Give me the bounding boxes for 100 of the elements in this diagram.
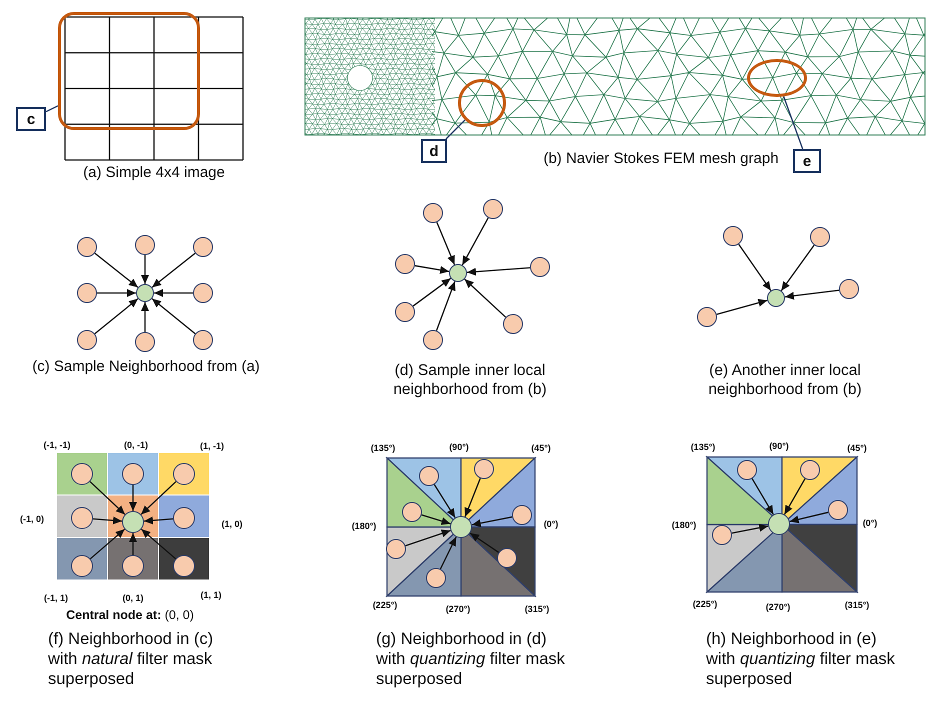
angle-label: (90°) xyxy=(449,442,469,453)
arrow xyxy=(464,278,506,318)
arrow xyxy=(434,484,456,518)
arrow xyxy=(154,289,193,297)
arrow xyxy=(141,302,149,332)
coordinate-label: (0, -1) xyxy=(124,440,148,451)
angle-label: (270°) xyxy=(446,604,470,615)
arrow xyxy=(464,478,481,518)
figure-caption: (b) Navier Stokes FEM mesh graph xyxy=(543,150,779,168)
arrow xyxy=(462,217,489,266)
neighbor-node xyxy=(193,283,213,303)
figure-caption: (a) Simple 4x4 image xyxy=(83,164,225,182)
coordinate-label: (1, 0) xyxy=(221,519,242,530)
coordinate-label: (-1, 1) xyxy=(44,593,68,604)
coordinate-label: (1, -1) xyxy=(200,441,224,452)
figure-caption: (g) Neighborhood in (d) with quantizing filter mask superposed xyxy=(376,630,566,690)
arrow xyxy=(784,478,806,515)
arrow xyxy=(90,528,126,560)
arrow xyxy=(405,530,451,546)
callout-tag: d xyxy=(421,139,447,163)
angle-label: (45°) xyxy=(847,443,867,454)
angle-label: (135°) xyxy=(690,442,716,453)
coordinate-label: (0, 1) xyxy=(122,593,144,604)
angle-label: (225°) xyxy=(372,600,398,611)
arrow xyxy=(141,255,149,284)
arrow xyxy=(470,532,500,553)
arrow xyxy=(92,516,122,524)
angle-label: (180°) xyxy=(672,520,696,531)
arrow xyxy=(90,481,126,515)
callout-tag: c xyxy=(16,107,46,131)
arrow xyxy=(144,516,174,524)
neighbor-node xyxy=(77,330,97,350)
arrow xyxy=(780,244,815,292)
arrow xyxy=(436,281,456,331)
neighbor-node xyxy=(193,237,213,257)
figure-caption: (f) Neighborhood in (c) with natural filter mask superposed xyxy=(48,630,214,690)
neighbor-node xyxy=(839,279,859,299)
angle-label: (45°) xyxy=(531,443,551,454)
highlight-outline xyxy=(747,59,807,97)
neighbor-node xyxy=(135,235,155,255)
angle-label: (0°) xyxy=(544,519,558,530)
arrow xyxy=(94,298,138,334)
arrow xyxy=(140,481,176,515)
coordinate-label: (1, 1) xyxy=(200,590,222,601)
neighbor-node xyxy=(423,330,443,350)
highlight-outline xyxy=(58,12,200,130)
arrow xyxy=(421,514,451,525)
coordinate-label: (-1, -1) xyxy=(44,440,70,451)
arrow xyxy=(152,252,196,288)
figure-caption: (c) Sample Neighborhood from (a) xyxy=(32,358,260,376)
arrow xyxy=(436,222,456,265)
angle-label: (135°) xyxy=(370,443,396,454)
neighbor-node xyxy=(395,254,415,274)
leader-line xyxy=(783,96,804,150)
neighbor-node xyxy=(77,237,97,257)
neighbor-node xyxy=(530,257,550,277)
neighbor-node xyxy=(135,332,155,352)
neighbor-node xyxy=(483,199,503,219)
neighbor-node xyxy=(193,330,213,350)
central-node-note: Central node at: (0, 0) xyxy=(66,608,194,623)
neighbor-node xyxy=(723,226,743,246)
neighbor-node xyxy=(697,307,717,327)
arrow xyxy=(784,290,840,300)
figure-caption: (d) Sample inner local neighborhood from (b) xyxy=(392,362,548,400)
neighbor-node xyxy=(503,314,523,334)
center-node xyxy=(136,284,154,302)
leader-line xyxy=(446,120,466,140)
callout-tag: e xyxy=(793,149,821,173)
center-node xyxy=(449,264,467,282)
arrow xyxy=(129,485,137,511)
arrow xyxy=(738,244,772,291)
arrow xyxy=(129,533,137,555)
arrow xyxy=(97,289,136,297)
angle-label: (225°) xyxy=(692,599,718,610)
arrow xyxy=(472,516,512,528)
angle-label: (315°) xyxy=(844,600,870,611)
arrow xyxy=(466,267,530,276)
center-node xyxy=(767,289,785,307)
leader-line xyxy=(46,105,58,112)
angle-label: (315°) xyxy=(524,604,550,615)
arrow xyxy=(140,528,176,560)
arrow xyxy=(716,298,768,315)
angle-label: (180°) xyxy=(352,521,376,532)
arrow xyxy=(790,512,828,524)
neighbor-node xyxy=(810,227,830,247)
neighbor-node xyxy=(423,203,443,223)
angle-label: (90°) xyxy=(769,441,789,452)
arrow xyxy=(152,298,196,334)
figure-caption: (h) Neighborhood in (e) with quantizing filter mask superposed xyxy=(706,630,896,690)
figure-caption: (e) Another inner local neighborhood from (b) xyxy=(707,362,863,400)
arrow xyxy=(94,252,138,288)
coordinate-label: (-1, 0) xyxy=(20,514,44,525)
neighbor-node xyxy=(77,283,97,303)
arrow xyxy=(440,536,457,570)
arrow xyxy=(732,524,768,534)
arrow xyxy=(752,478,774,515)
arrow xyxy=(412,278,452,307)
highlight-outline xyxy=(458,79,506,127)
neighbor-node xyxy=(395,302,415,322)
angle-label: (0°) xyxy=(862,518,878,529)
